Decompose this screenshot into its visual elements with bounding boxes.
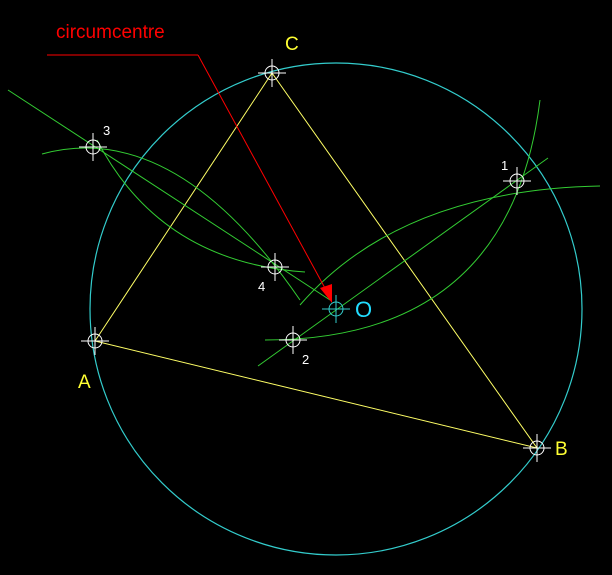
point-4-label: 4	[258, 279, 265, 294]
annotation-pointer-line	[197, 54, 327, 291]
circumcircle	[89, 62, 583, 556]
vertex-b-label: B	[555, 439, 568, 460]
arc-ac-lower	[96, 139, 306, 273]
arc-cb-lower	[264, 99, 541, 341]
annotation-label: circumcentre	[56, 22, 165, 43]
vertex-b-marker	[523, 434, 551, 462]
vertex-c-marker	[258, 59, 286, 87]
point-1-marker	[503, 167, 531, 195]
point-2-marker	[279, 326, 307, 354]
point-2-label: 2	[302, 352, 309, 367]
center-o-label: O	[355, 297, 372, 322]
arc-ac-upper	[41, 147, 301, 301]
point-4-marker	[261, 253, 289, 281]
arc-cb-upper	[299, 185, 601, 306]
point-3-label: 3	[103, 123, 110, 138]
vertex-c-label: C	[285, 34, 299, 55]
bisector-line-cb	[257, 157, 549, 367]
triangle-abc	[94, 72, 539, 449]
annotation-arrowhead	[320, 284, 332, 303]
bisector-line-ac	[7, 89, 331, 301]
point-3-marker	[79, 133, 107, 161]
vertex-a-label: A	[78, 372, 91, 393]
center-o-marker	[322, 295, 350, 323]
vertex-a-marker	[81, 327, 109, 355]
point-1-label: 1	[501, 158, 508, 173]
